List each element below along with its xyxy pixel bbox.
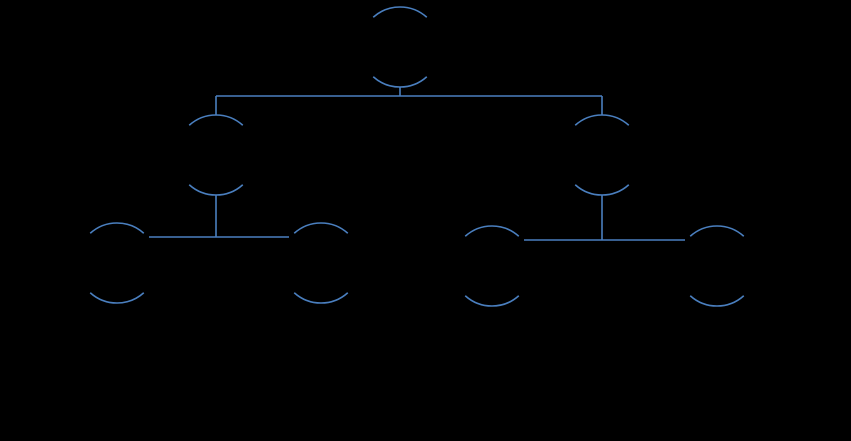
node-arc-bottom [689, 295, 745, 307]
tree-node-left [188, 114, 244, 196]
node-arc-top [574, 114, 630, 126]
node-arc-top [89, 222, 145, 234]
node-arc-top [689, 225, 745, 237]
nodes-layer [89, 6, 745, 307]
node-arc-top [372, 6, 428, 18]
node-arc-top [188, 114, 244, 126]
node-arc-bottom [574, 184, 630, 196]
tree-node-left-left [89, 222, 145, 304]
tree-node-root [372, 6, 428, 88]
node-arc-top [464, 225, 520, 237]
tree-node-right-right [689, 225, 745, 307]
tree-node-left-right [293, 222, 349, 304]
node-arc-bottom [372, 76, 428, 88]
node-arc-top [293, 222, 349, 234]
edges-layer [149, 87, 685, 241]
node-arc-bottom [464, 295, 520, 307]
node-arc-bottom [293, 292, 349, 304]
tree-node-right [574, 114, 630, 196]
tree-node-right-left [464, 225, 520, 307]
node-arc-bottom [89, 292, 145, 304]
node-arc-bottom [188, 184, 244, 196]
